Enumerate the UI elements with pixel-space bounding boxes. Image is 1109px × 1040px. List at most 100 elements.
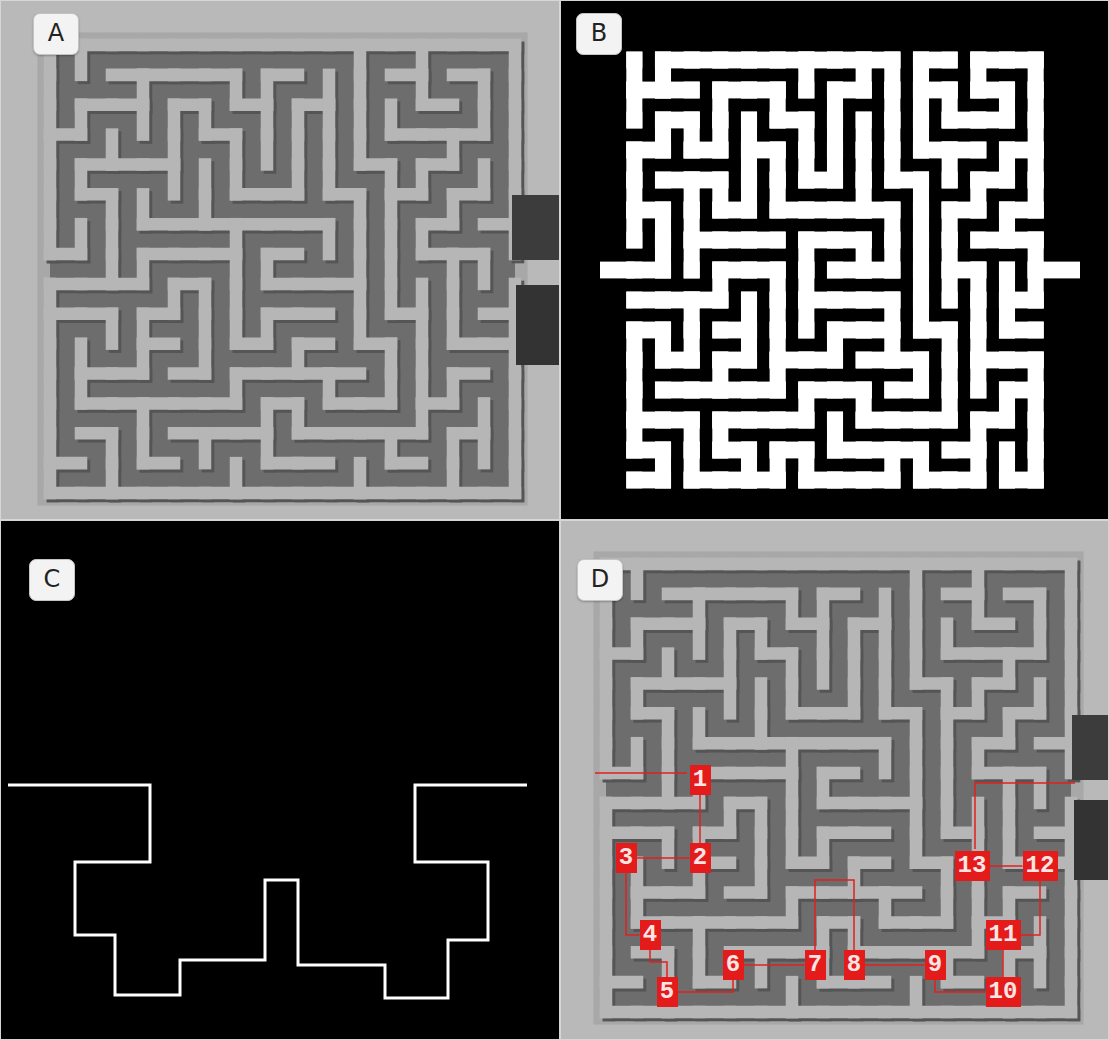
route-line xyxy=(637,857,690,859)
binary-ground xyxy=(560,0,1109,520)
maze-wall xyxy=(730,886,761,899)
maze-corridor xyxy=(1028,472,1044,489)
waypoint-box: 4 xyxy=(640,920,661,950)
route-line xyxy=(650,950,667,977)
path-ground xyxy=(0,520,560,1040)
maze-corridor xyxy=(1036,262,1080,279)
maze-wall xyxy=(360,397,391,410)
maze-corridor xyxy=(684,142,729,159)
maze-binary xyxy=(600,52,1080,489)
maze-floor xyxy=(50,45,515,493)
maze-wall xyxy=(112,278,143,291)
maze-wall xyxy=(205,397,236,410)
maze-corridor xyxy=(741,202,757,219)
maze-corridor xyxy=(655,112,671,159)
waypoint-box: 5 xyxy=(657,977,678,1007)
maze-corridor xyxy=(999,412,1015,429)
maze-corridor xyxy=(626,472,671,489)
maze-wall xyxy=(44,224,57,254)
photo-ground xyxy=(0,0,560,520)
maze-floor xyxy=(606,564,1071,1012)
maze-corridor xyxy=(626,232,642,249)
route-line xyxy=(815,880,854,950)
maze-corridor xyxy=(626,112,642,129)
maze-corridor xyxy=(884,382,929,399)
route-line xyxy=(1021,881,1041,935)
maze-corridor xyxy=(827,322,843,369)
maze-corridor xyxy=(712,202,757,219)
maze-wall xyxy=(823,707,854,720)
maze-corridor xyxy=(856,82,872,99)
maze-corridor xyxy=(741,472,786,489)
waypoint-box: 11 xyxy=(986,920,1021,950)
maze-corridor xyxy=(712,262,728,309)
route-line xyxy=(678,980,734,992)
maze-corridor xyxy=(942,172,958,189)
camera-object xyxy=(1074,800,1109,880)
maze-corridor xyxy=(684,262,700,279)
maze-corridor xyxy=(884,232,900,279)
maze-corridor xyxy=(970,442,986,489)
callout-number: 1 xyxy=(693,766,707,794)
maze-corridor xyxy=(942,292,958,309)
maze-wall xyxy=(478,254,491,284)
maze-corridor xyxy=(770,472,786,489)
maze-corridor xyxy=(970,472,986,489)
maze-corridor xyxy=(741,172,757,219)
maze-corridor xyxy=(655,352,700,369)
maze-corridor xyxy=(999,112,1015,129)
maze-wall xyxy=(978,617,1009,630)
waypoint-box: 12 xyxy=(1023,851,1058,881)
waypoint-box: 8 xyxy=(844,950,865,980)
maze-corridor xyxy=(913,352,929,399)
maze-corridor xyxy=(942,52,958,69)
route-line xyxy=(699,795,701,843)
photo-ground xyxy=(560,520,1109,1040)
maze-wall xyxy=(143,457,174,470)
maze-wall xyxy=(947,976,978,989)
maze-corridor xyxy=(942,412,958,429)
maze-corridor xyxy=(970,202,986,219)
maze-corridor xyxy=(913,382,929,399)
maze-wall xyxy=(693,624,706,654)
maze-corridor xyxy=(684,82,700,99)
maze-corridor xyxy=(770,442,786,489)
maze-corridor xyxy=(798,52,814,99)
maze-corridor xyxy=(970,352,986,399)
maze-corridor xyxy=(655,472,671,489)
callout-number: 5 xyxy=(660,978,674,1006)
callout-number: 2 xyxy=(693,844,707,872)
maze-wall xyxy=(168,164,181,194)
maze-corridor xyxy=(1028,292,1044,309)
maze-wall xyxy=(199,433,212,463)
maze-corridor xyxy=(1028,172,1044,219)
callout-number: 12 xyxy=(1026,852,1055,880)
maze-corridor xyxy=(1028,202,1044,219)
maze-wall xyxy=(916,916,947,929)
maze-corridor xyxy=(999,142,1015,189)
panel-label: B xyxy=(576,13,622,55)
maze-corridor xyxy=(626,82,642,129)
maze-corridor xyxy=(655,262,671,279)
maze-corridor xyxy=(741,322,757,369)
waypoint-box: 9 xyxy=(925,950,946,980)
callout-number: 11 xyxy=(989,921,1018,949)
maze-wall xyxy=(44,463,57,493)
maze-corridor xyxy=(970,142,986,159)
maze-corridor xyxy=(655,82,700,99)
maze-corridor xyxy=(884,442,900,489)
maze-corridor xyxy=(684,322,700,369)
panel-letter: D xyxy=(591,566,609,594)
maze-base xyxy=(37,32,527,505)
maze-wall xyxy=(1065,982,1078,1012)
maze-corridor xyxy=(884,262,900,279)
maze-wall xyxy=(236,337,267,350)
maze-wall xyxy=(391,457,422,470)
maze-corridor xyxy=(770,352,786,399)
maze-wall xyxy=(792,856,823,869)
maze-wall xyxy=(261,135,274,165)
maze-wall xyxy=(755,952,768,982)
maze-corridor xyxy=(798,412,814,429)
route-line xyxy=(744,964,805,966)
